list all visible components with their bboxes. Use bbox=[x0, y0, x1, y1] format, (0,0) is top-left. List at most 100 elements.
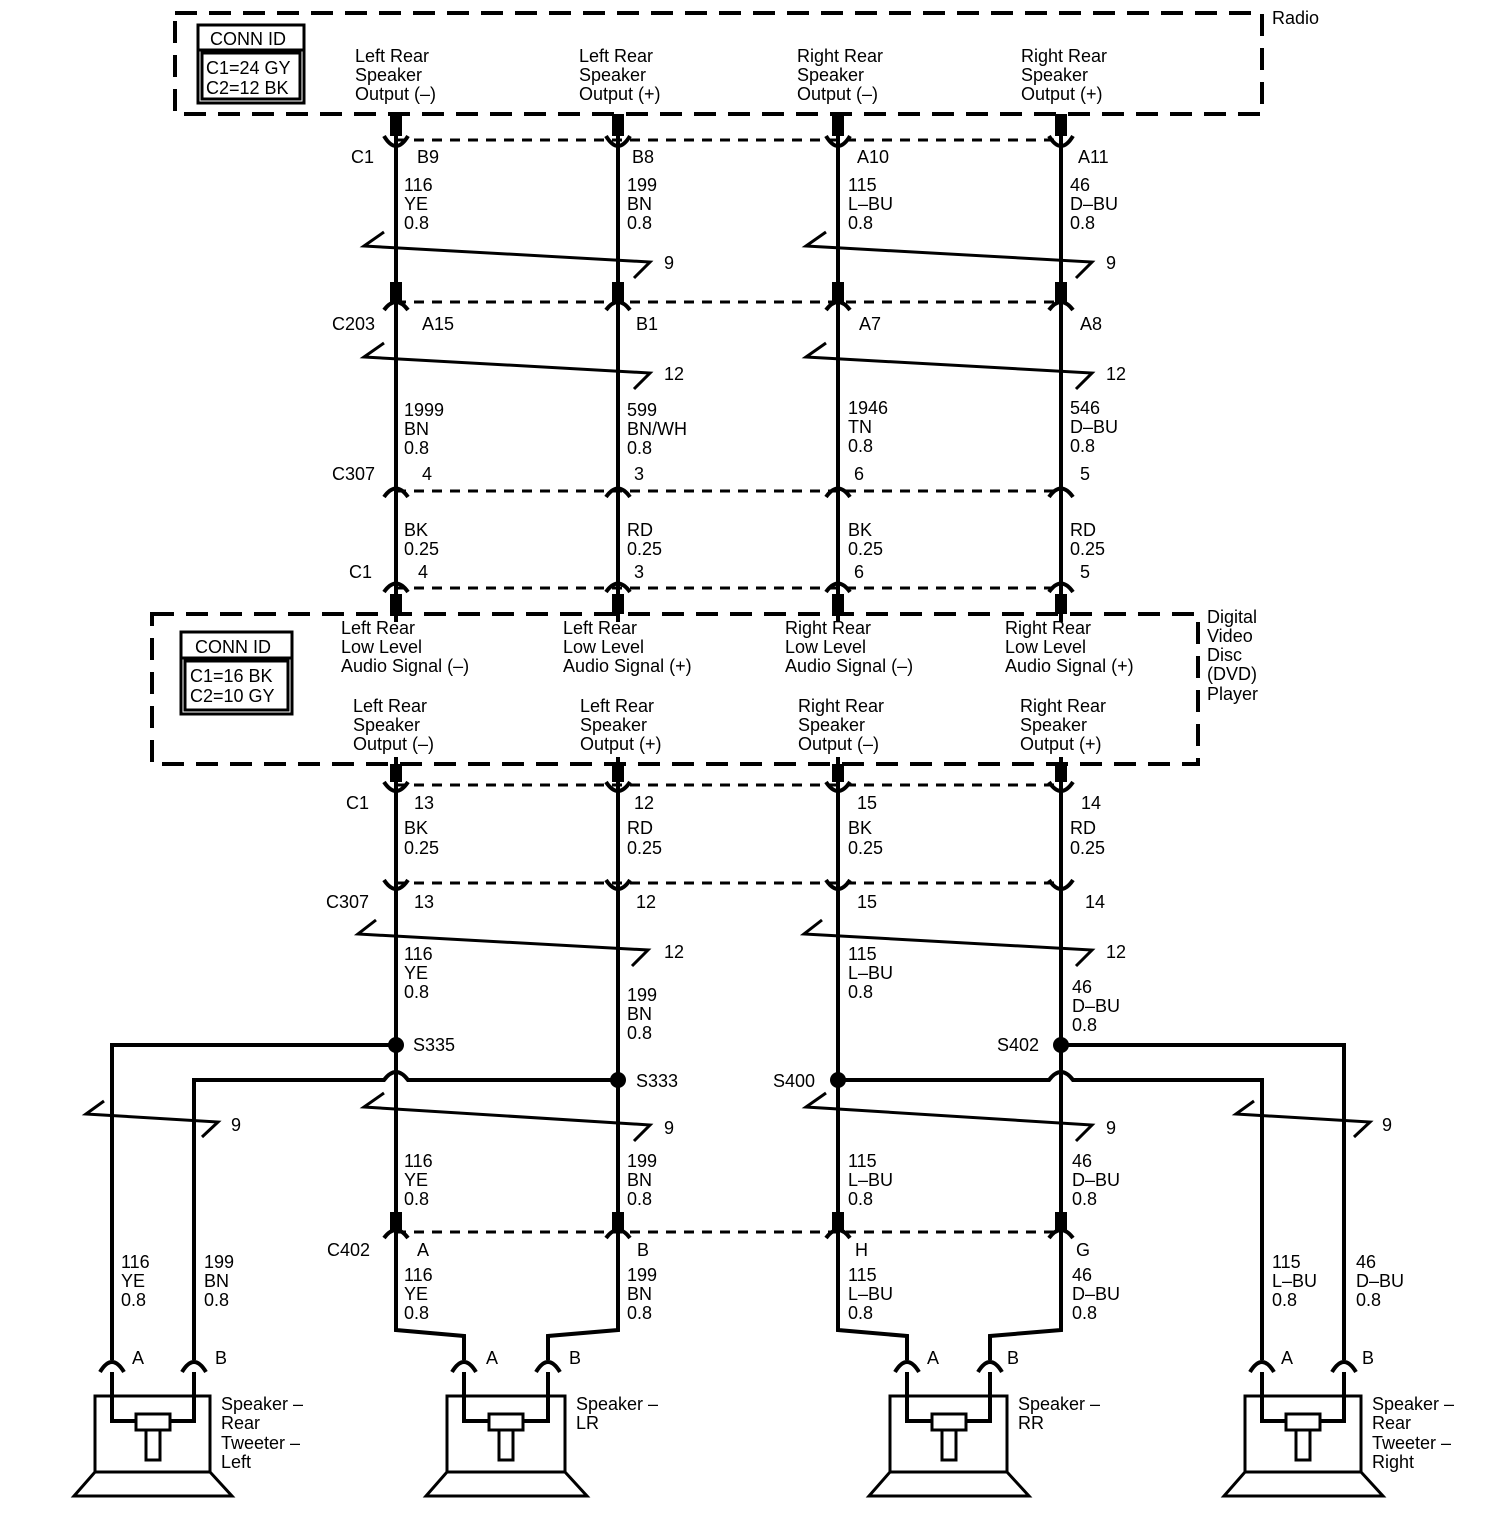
pin-label: 15 bbox=[857, 892, 877, 912]
wire-color: L–BU bbox=[848, 1284, 893, 1304]
wire-color: BN bbox=[627, 194, 652, 214]
wire-color: BN bbox=[204, 1271, 229, 1291]
c307-bottom-name: C307 bbox=[326, 892, 369, 912]
twist-ref-label: 9 bbox=[231, 1115, 241, 1135]
wire-color: YE bbox=[404, 963, 428, 983]
wire-size: 0.8 bbox=[1072, 1189, 1097, 1209]
radio-output-label: Left Rear bbox=[355, 46, 429, 66]
wire-size: 0.8 bbox=[1072, 1303, 1097, 1323]
pin-label: 6 bbox=[854, 562, 864, 582]
speaker-label: Tweeter – bbox=[1372, 1433, 1451, 1453]
wire-color: RD bbox=[627, 818, 653, 838]
dvd-output-label: Speaker bbox=[1020, 715, 1087, 735]
pin-label: B bbox=[637, 1240, 649, 1260]
wire-size: 0.8 bbox=[404, 1303, 429, 1323]
wire-color: D–BU bbox=[1070, 194, 1118, 214]
speaker-label: Speaker – bbox=[576, 1394, 658, 1414]
dvd-input-label: Audio Signal (+) bbox=[1005, 656, 1134, 676]
wire-circuit: 116 bbox=[404, 1151, 433, 1171]
radio-output-label: Output (+) bbox=[579, 84, 661, 104]
wire-size: 0.25 bbox=[404, 539, 439, 559]
speaker-pin-label: A bbox=[132, 1348, 144, 1368]
pin-label: A11 bbox=[1078, 147, 1109, 167]
wire-size: 0.8 bbox=[627, 438, 652, 458]
wire-color: RD bbox=[1070, 818, 1096, 838]
radio-label: Radio bbox=[1272, 8, 1319, 28]
twist-ref-label: 12 bbox=[664, 942, 684, 962]
wire-size: 0.8 bbox=[404, 982, 429, 1002]
wire-color: BN/WH bbox=[627, 419, 687, 439]
wire-size: 0.25 bbox=[627, 539, 662, 559]
speaker-label: RR bbox=[1018, 1413, 1044, 1433]
wire-circuit: 1999 bbox=[404, 400, 444, 420]
radio-output-label: Speaker bbox=[1021, 65, 1088, 85]
dvd-label-line: Disc bbox=[1207, 645, 1242, 665]
wire-size: 0.8 bbox=[121, 1290, 146, 1310]
wire-size: 0.8 bbox=[848, 982, 873, 1002]
dvd-input-label: Audio Signal (–) bbox=[785, 656, 913, 676]
speaker-label: Speaker – bbox=[1372, 1394, 1454, 1414]
dvd-c1-out-name: C1 bbox=[346, 793, 369, 813]
radio-output-label: Speaker bbox=[797, 65, 864, 85]
dvd-input-label: Audio Signal (+) bbox=[563, 656, 692, 676]
wire-color: D–BU bbox=[1072, 996, 1120, 1016]
speaker-rear-tweeter-right: A B Speaker – Rear Tweeter – Right bbox=[1220, 1348, 1454, 1498]
pin-label: 6 bbox=[854, 464, 864, 484]
wire-circuit: 116 bbox=[404, 944, 433, 964]
dvd-output-label: Speaker bbox=[353, 715, 420, 735]
wire-circuit: 115 bbox=[1272, 1252, 1301, 1272]
dvd-input-label: Low Level bbox=[341, 637, 422, 657]
wire-color: L–BU bbox=[1272, 1271, 1317, 1291]
wire-size: 0.8 bbox=[627, 1023, 652, 1043]
splice-label: S400 bbox=[773, 1071, 815, 1091]
wire-color: BK bbox=[404, 520, 428, 540]
dvd-output-label: Output (–) bbox=[798, 734, 879, 754]
wire-size: 0.8 bbox=[1070, 436, 1095, 456]
twist-ref-label: 12 bbox=[1106, 364, 1126, 384]
wire-size: 0.8 bbox=[848, 436, 873, 456]
wire-circuit: 115 bbox=[848, 944, 877, 964]
wire-color: YE bbox=[404, 1284, 428, 1304]
dvd-input-label: Left Rear bbox=[563, 618, 637, 638]
speaker-label: Rear bbox=[1372, 1413, 1411, 1433]
dvd-output-label: Left Rear bbox=[580, 696, 654, 716]
wire-color: D–BU bbox=[1070, 417, 1118, 437]
radio-output-label: Right Rear bbox=[1021, 46, 1107, 66]
wire-size: 0.25 bbox=[627, 838, 662, 858]
dvd-input-label: Audio Signal (–) bbox=[341, 656, 469, 676]
wire-size: 0.8 bbox=[1356, 1290, 1381, 1310]
splice-label: S333 bbox=[636, 1071, 678, 1091]
dvd-output-label: Speaker bbox=[798, 715, 865, 735]
wire-circuit: 116 bbox=[404, 1265, 433, 1285]
wire-size: 0.8 bbox=[627, 213, 652, 233]
wire-circuit: 115 bbox=[848, 175, 877, 195]
wire-color: BK bbox=[404, 818, 428, 838]
dvd-output-label: Right Rear bbox=[1020, 696, 1106, 716]
dvd-output-label: Left Rear bbox=[353, 696, 427, 716]
wire-size: 0.8 bbox=[1070, 213, 1095, 233]
wire-circuit: 599 bbox=[627, 400, 657, 420]
pin-label: 14 bbox=[1085, 892, 1105, 912]
speaker-label: Speaker – bbox=[1018, 1394, 1100, 1414]
pin-label: 3 bbox=[634, 562, 644, 582]
pin-label: A15 bbox=[422, 314, 454, 334]
wire-size: 0.8 bbox=[848, 1303, 873, 1323]
wire-color: BK bbox=[848, 520, 872, 540]
radio-output-label: Right Rear bbox=[797, 46, 883, 66]
wire-circuit: 46 bbox=[1070, 175, 1090, 195]
wire-size: 0.8 bbox=[848, 213, 873, 233]
radio-conn-id-line: C1=24 GY bbox=[206, 58, 291, 78]
speaker-rear-tweeter-left: A B Speaker – Rear Tweeter – Left bbox=[70, 1348, 303, 1498]
radio-module: Radio CONN ID C1=24 GY C2=12 BK Left Rea… bbox=[173, 8, 1319, 116]
dvd-c1-in-name: C1 bbox=[349, 562, 372, 582]
c203-name: C203 bbox=[332, 314, 375, 334]
wire-size: 0.8 bbox=[204, 1290, 229, 1310]
pin-label: A8 bbox=[1080, 314, 1102, 334]
wire-color: L–BU bbox=[848, 194, 893, 214]
wire-color: D–BU bbox=[1072, 1284, 1120, 1304]
wire-circuit: 199 bbox=[627, 1151, 657, 1171]
pin-label: A bbox=[417, 1240, 429, 1260]
splice-label: S335 bbox=[413, 1035, 455, 1055]
speaker-pin-label: A bbox=[1281, 1348, 1293, 1368]
radio-output-label: Output (–) bbox=[797, 84, 878, 104]
